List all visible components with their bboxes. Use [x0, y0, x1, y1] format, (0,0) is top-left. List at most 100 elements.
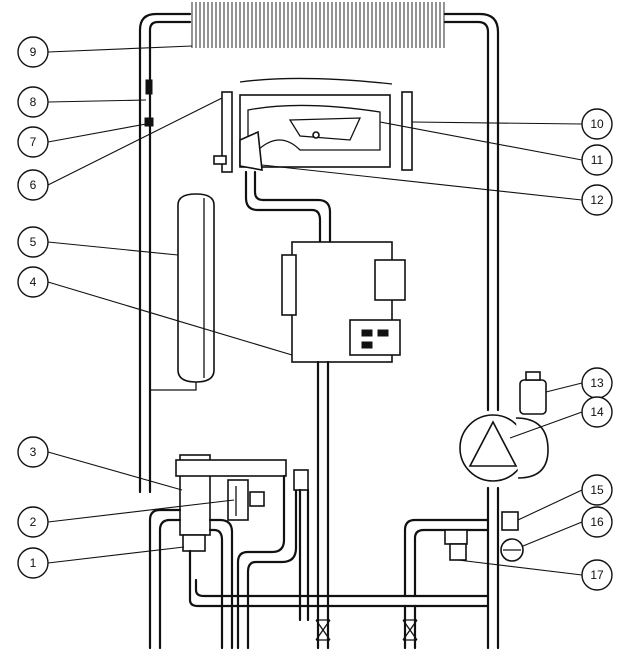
pump-volute: [515, 417, 549, 479]
diverter-screw: [249, 491, 265, 507]
safety-valve: [501, 511, 519, 531]
filling-tap-top: [444, 529, 468, 545]
callout-11: 11: [581, 144, 613, 176]
callout-1: 1: [17, 547, 49, 579]
callout-2-number: 2: [30, 515, 37, 529]
return-pipe-b: [246, 474, 298, 650]
burner-jet: [288, 117, 362, 141]
leader-9: [47, 45, 193, 53]
sensor-7-body: [144, 117, 154, 127]
leader-14: [509, 411, 583, 439]
gas-isolation-valve-bars: [316, 619, 330, 641]
callout-14: 14: [581, 396, 613, 428]
air-vent-cap: [525, 371, 541, 381]
return-pipe-a: [236, 474, 286, 650]
filling-tap-body: [449, 543, 467, 561]
callout-5: 5: [17, 226, 49, 258]
callout-8: 8: [17, 86, 49, 118]
dhw-pipe-a: [208, 518, 234, 650]
gas-inlet-manifold: [239, 130, 263, 171]
leader-13: [545, 382, 583, 393]
leader-10: [411, 121, 583, 125]
leader-5: [47, 241, 179, 256]
callout-10: 10: [581, 108, 613, 140]
ignition-plug: [213, 155, 227, 165]
leader-6: [47, 97, 223, 186]
safety-and-gauges: [444, 511, 524, 562]
callout-9-number: 9: [30, 45, 37, 59]
leader-12: [261, 164, 583, 201]
ignition-electrode: [221, 91, 233, 173]
heat-exchanger: [191, 2, 445, 48]
gas-valve-actuator: [349, 319, 401, 356]
callout-4-number: 4: [30, 275, 37, 289]
bypass-connector: [293, 469, 309, 491]
diverter-cartridge: [227, 479, 249, 521]
diverter-top-plate: [175, 459, 287, 477]
water-isolation-valve-bars: [403, 619, 417, 641]
gas-isolation-valve: [315, 619, 331, 641]
gas-valve-modulator: [374, 259, 406, 301]
pump-assembly: [459, 371, 549, 482]
callout-7: 7: [17, 126, 49, 158]
actuator-terminal-c: [361, 341, 373, 349]
callout-5-number: 5: [30, 235, 37, 249]
callout-17: 17: [581, 559, 613, 591]
leader-3: [47, 451, 183, 491]
callout-10-number: 10: [590, 117, 604, 131]
right-flow-pipe-inner: [443, 20, 490, 412]
leader-7: [47, 123, 147, 143]
leader-4: [47, 281, 293, 356]
burner-body: [247, 104, 381, 151]
expansion-vessel-pipe: [150, 382, 197, 391]
water-isolation-valve: [402, 619, 418, 641]
actuator-terminal-b: [377, 329, 389, 337]
left-return-pipe-outer: [148, 20, 192, 494]
callout-13: 13: [581, 367, 613, 399]
leader-15: [517, 489, 583, 521]
drain-valve: [182, 534, 206, 552]
gas-pipe-inner: [253, 170, 332, 244]
pump-symbol: [468, 420, 518, 467]
callout-12: 12: [581, 184, 613, 216]
expansion-vessel-body: [177, 193, 215, 383]
fill-loop-pipe-b: [413, 528, 490, 598]
callout-6: 6: [17, 169, 49, 201]
callout-11-number: 11: [591, 153, 604, 167]
gas-valve-coil: [281, 254, 297, 316]
callout-2: 2: [17, 506, 49, 538]
isolation-valves: [315, 619, 418, 641]
flame-sensor-electrode: [401, 91, 413, 171]
callout-7-number: 7: [30, 135, 37, 149]
burner-injector: [312, 131, 320, 139]
cold-inlet-pipe-c: [158, 518, 182, 550]
leader-16: [522, 521, 583, 547]
leader-1: [47, 546, 185, 564]
lower-manifold-pipe-b: [188, 578, 490, 608]
right-flow-pipe-outer: [443, 12, 500, 412]
dhw-pipe-b: [208, 528, 224, 650]
burner-assembly: [213, 77, 413, 173]
leader-17: [457, 559, 583, 576]
gas-pipe: [244, 170, 332, 244]
flame-line: [239, 77, 393, 85]
gas-pipe-outer: [244, 170, 322, 244]
overheat-sensors: [144, 79, 154, 127]
main-pipework: [138, 12, 500, 650]
callout-9: 9: [17, 36, 49, 68]
automatic-air-vent: [519, 379, 547, 415]
lower-manifold-pipe-a: [194, 578, 490, 598]
expansion-vessel: [150, 193, 215, 391]
callout-6-number: 6: [30, 178, 37, 192]
leader-2: [47, 499, 235, 523]
callout-16: 16: [581, 506, 613, 538]
sensor-8-body: [145, 79, 153, 95]
callout-1-number: 1: [30, 556, 37, 570]
fill-loop-pipe-a: [403, 518, 490, 598]
callout-14-number: 14: [590, 405, 604, 419]
callout-4: 4: [17, 266, 49, 298]
callout-12-number: 12: [590, 193, 604, 207]
callout-3-number: 3: [30, 445, 37, 459]
